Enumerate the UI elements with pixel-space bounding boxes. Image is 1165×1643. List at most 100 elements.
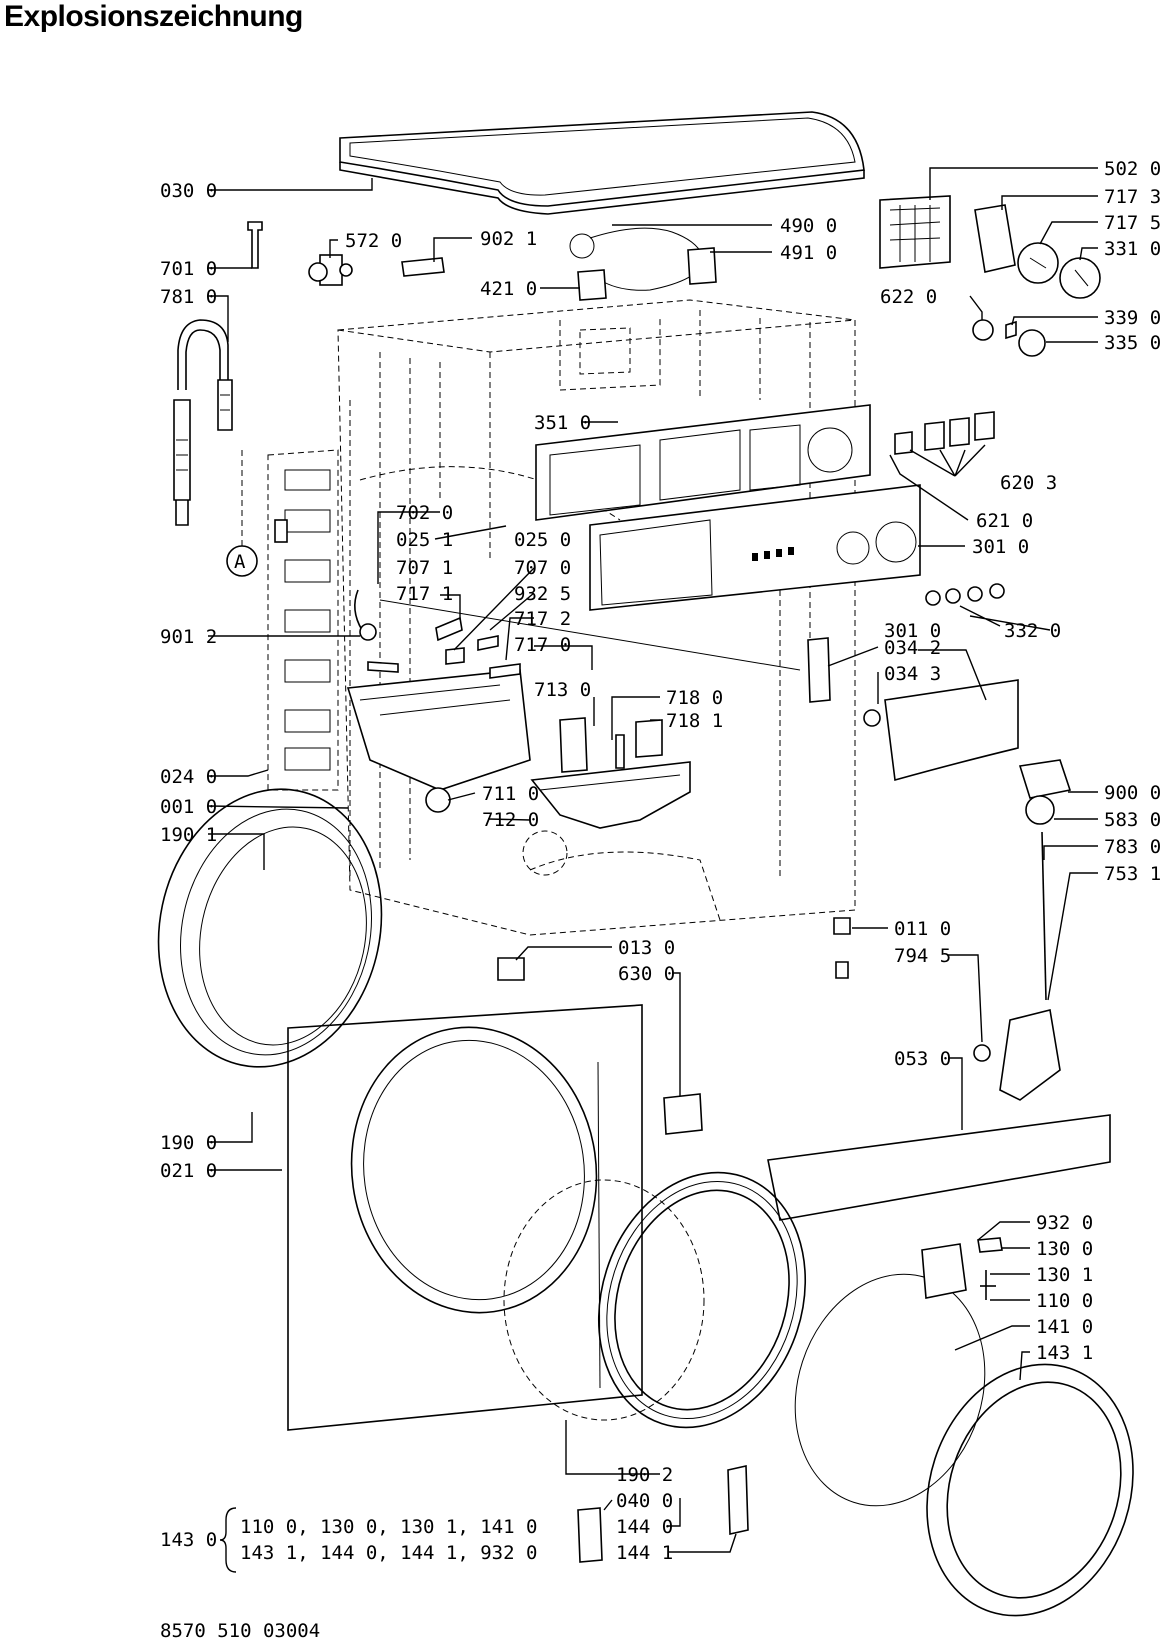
kit-line-1: 110 0, 130 0, 130 1, 141 0 (240, 1516, 537, 1538)
detergent-drawer-part (884, 679, 1019, 782)
hinge-144-part (727, 1465, 749, 1535)
callout-491-0: 491 0 (780, 242, 837, 264)
marker-a-label: A (234, 551, 246, 573)
callout-040-0: 040 0 (616, 1490, 673, 1512)
callout-718-1: 718 1 (666, 710, 723, 732)
callout-335-0: 335 0 (1104, 332, 1161, 354)
callout-932-0: 932 0 (1036, 1212, 1093, 1234)
kit-line-2: 143 1, 144 0, 144 1, 932 0 (240, 1542, 537, 1564)
callout-025-1: 025 1 (396, 529, 453, 551)
marker-a: A (226, 450, 258, 577)
plinth-part (767, 1114, 1111, 1221)
callout-702-0: 702 0 (396, 502, 453, 524)
callout-717-5: 717 5 (1104, 212, 1161, 234)
page-title: Explosionszeichnung (4, 0, 303, 33)
callout-712-0: 712 0 (482, 809, 539, 831)
callout-190-1: 190 1 (160, 824, 217, 846)
callout-331-0: 331 0 (1104, 238, 1161, 260)
callout-717-1: 717 1 (396, 583, 453, 605)
callout-339-0: 339 0 (1104, 307, 1161, 329)
callout-902-1: 902 1 (480, 228, 537, 250)
control-panel-part (535, 404, 921, 611)
callout-034-3: 034 3 (884, 663, 941, 685)
pump-parts (999, 759, 1072, 1101)
callout-620-3: 620 3 (1000, 472, 1057, 494)
callout-053-0: 053 0 (894, 1048, 951, 1070)
small-part (863, 709, 881, 727)
callout-713-0: 713 0 (534, 679, 591, 701)
callout-707-0: 707 0 (514, 557, 571, 579)
callout-332-0: 332 0 (1004, 620, 1061, 642)
callout-701-0: 701 0 (160, 258, 217, 280)
button-parts (894, 411, 995, 455)
callout-783-0: 783 0 (1104, 836, 1161, 858)
side-panel-part (267, 449, 339, 791)
hinge-040-part (577, 1507, 603, 1563)
ring-outline (503, 1179, 705, 1421)
selector-parts (972, 204, 1101, 357)
elbow-fitting-part (247, 221, 263, 269)
inlet-hose-part (173, 319, 233, 526)
knob-parts (925, 583, 1005, 606)
control-board-part (879, 195, 951, 269)
callout-130-1: 130 1 (1036, 1264, 1093, 1286)
callout-011-0: 011 0 (894, 918, 951, 940)
parts-artwork: A (157, 111, 1134, 1617)
door-glass-part (794, 1273, 986, 1507)
top-cover-part (339, 111, 865, 215)
callout-190-2: 190 2 (616, 1464, 673, 1486)
leader-lines (207, 167, 1098, 1553)
callout-490-0: 490 0 (780, 215, 837, 237)
kit-legend: 143 0 110 0, 130 0, 130 1, 141 0 143 1, … (160, 1507, 537, 1573)
kit-brace (219, 1507, 237, 1573)
callout-301-0: 301 0 (972, 536, 1029, 558)
callout-001-0: 001 0 (160, 796, 217, 818)
callout-025-0: 025 0 (514, 529, 571, 551)
callout-718-0: 718 0 (666, 687, 723, 709)
door-lock-part (663, 1093, 703, 1135)
callout-707-1: 707 1 (396, 557, 453, 579)
callout-781-0: 781 0 (160, 286, 217, 308)
callout-190-0: 190 0 (160, 1132, 217, 1154)
callout-932-5: 932 5 (514, 583, 571, 605)
callout-572-0: 572 0 (345, 230, 402, 252)
dispenser-part (346, 669, 691, 829)
callout-717-0: 717 0 (514, 634, 571, 656)
callout-421-0: 421 0 (480, 278, 537, 300)
callout-110-0: 110 0 (1036, 1290, 1093, 1312)
connector-part (401, 257, 445, 277)
callout-794-5: 794 5 (894, 945, 951, 967)
callout-753-1: 753 1 (1104, 863, 1161, 885)
inlet-valve-part (308, 254, 353, 286)
callout-502-0: 502 0 (1104, 158, 1161, 180)
callout-034-2: 034 2 (884, 637, 941, 659)
callout-143-1: 143 1 (1036, 1342, 1093, 1364)
switch-part (577, 269, 607, 301)
callout-630-0: 630 0 (618, 963, 675, 985)
callout-900-0: 900 0 (1104, 782, 1161, 804)
callout-144-0: 144 0 (616, 1516, 673, 1538)
callout-024-0: 024 0 (160, 766, 217, 788)
callout-711-0: 711 0 (482, 783, 539, 805)
door-ring-part (926, 1363, 1134, 1617)
foot-parts (497, 917, 991, 1062)
callout-717-3: 717 3 (1104, 186, 1161, 208)
callout-144-1: 144 1 (616, 1542, 673, 1564)
cabinet-frame-part (337, 299, 856, 936)
callout-301-0-b: 301 0 (884, 620, 941, 642)
callout-130-0: 130 0 (1036, 1238, 1093, 1260)
door-handle-part (921, 1237, 1003, 1300)
callout-141-0: 141 0 (1036, 1316, 1093, 1338)
callout-621-0: 621 0 (976, 510, 1033, 532)
door-gasket-part (157, 788, 383, 1068)
callout-labels: 030 0 701 0 781 0 572 0 902 1 490 0 491 … (160, 158, 1161, 1564)
callout-583-0: 583 0 (1104, 809, 1161, 831)
callout-030-0: 030 0 (160, 180, 217, 202)
callout-013-0: 013 0 (618, 937, 675, 959)
callout-351-0: 351 0 (534, 412, 591, 434)
callout-901-2: 901 2 (160, 626, 217, 648)
callout-021-0: 021 0 (160, 1160, 217, 1182)
kit-number: 143 0 (160, 1529, 217, 1551)
front-panel-part (287, 1004, 643, 1431)
